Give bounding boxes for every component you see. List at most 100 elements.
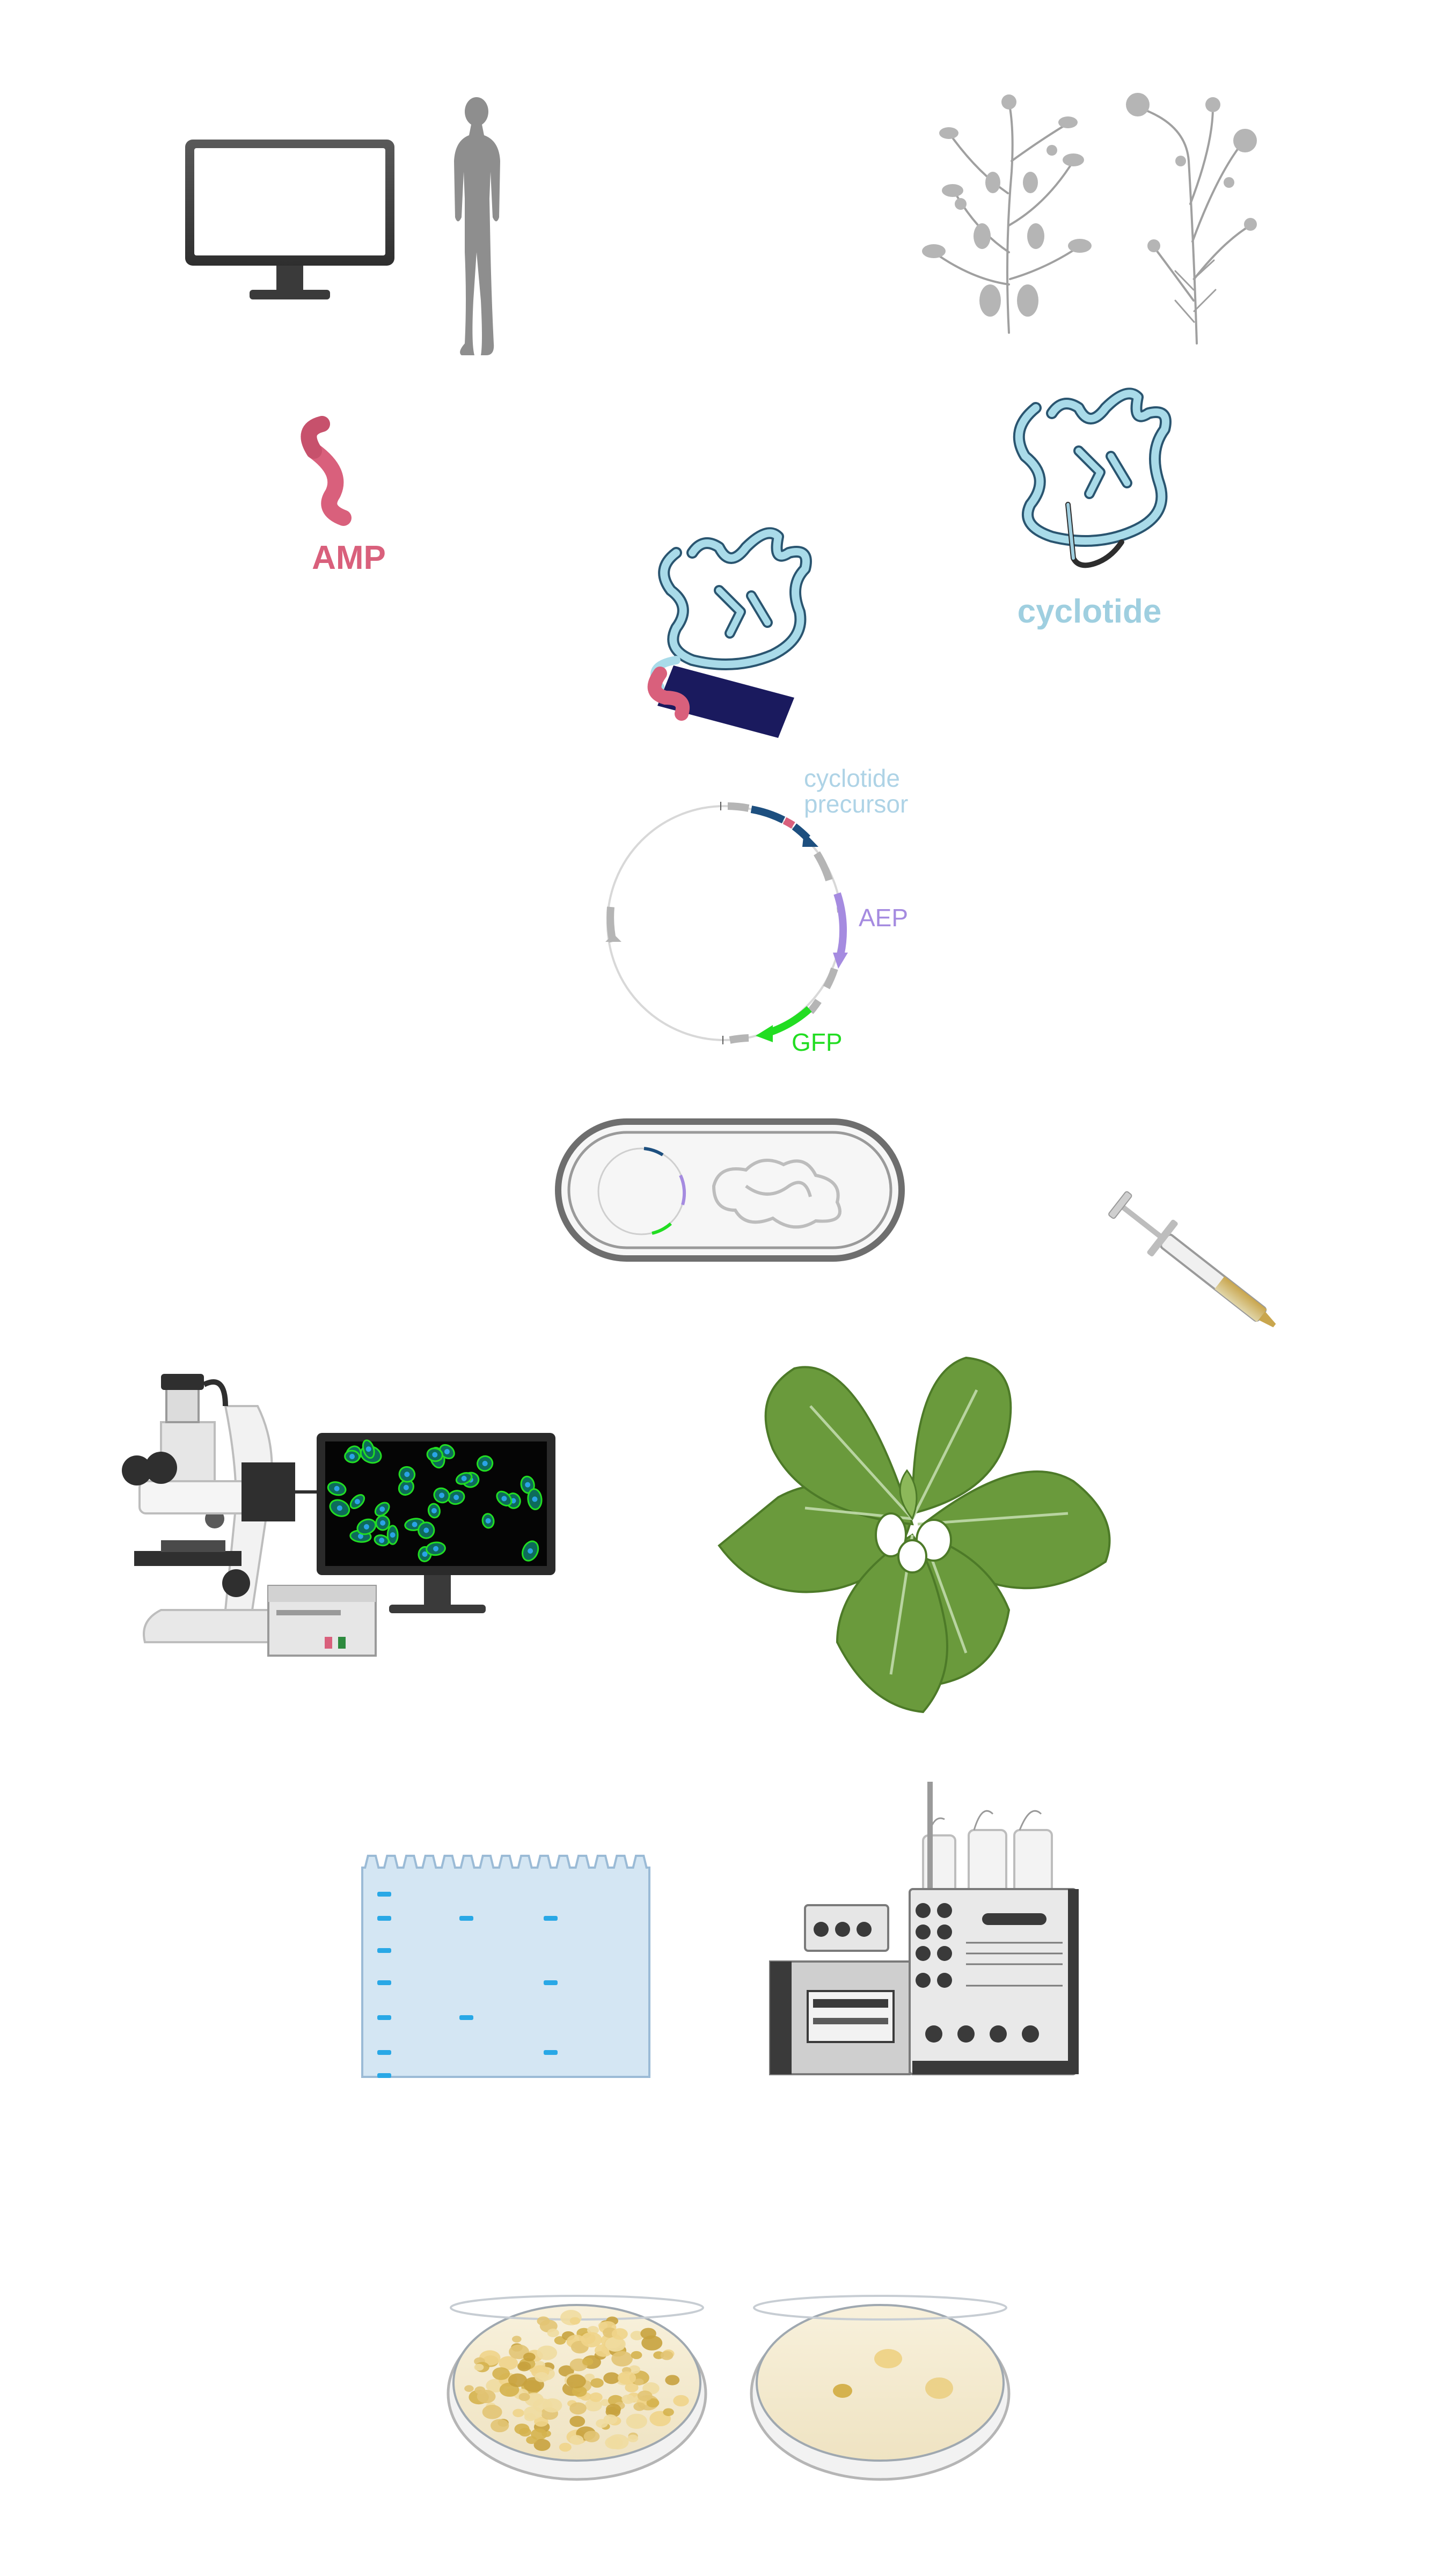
human-silhouette-icon (454, 97, 500, 355)
colony (665, 2375, 680, 2385)
colony (474, 2363, 484, 2371)
fluorescent-cell (329, 1499, 350, 1517)
colony (603, 2372, 620, 2384)
fluorescent-cell (496, 1490, 513, 1506)
colony (603, 2414, 618, 2425)
fluorescent-cell (362, 1439, 375, 1459)
colony (518, 2392, 530, 2401)
fluorescent-cell (522, 1540, 539, 1562)
colony (514, 2423, 530, 2435)
colony (569, 2317, 581, 2325)
colony (499, 2356, 518, 2370)
gel-band (377, 1916, 391, 1921)
fluorescent-cell (349, 1494, 365, 1509)
colony (508, 2373, 528, 2387)
colony (558, 2365, 574, 2377)
colony (611, 2351, 633, 2367)
fplc-system-icon (769, 1782, 1079, 2075)
colony (633, 2402, 646, 2411)
fluorescent-cell (344, 1450, 361, 1463)
petri-dish-many-colonies-icon (447, 2295, 707, 2481)
colony (542, 2398, 562, 2413)
colony (534, 2416, 548, 2427)
colony (600, 2399, 610, 2406)
gel-band (377, 2015, 391, 2020)
colony (673, 2395, 689, 2407)
gel-band (544, 1916, 558, 1921)
amp-label: AMP (312, 539, 386, 576)
cell-imaging-monitor-icon (317, 1433, 555, 1613)
gel-band (459, 2015, 473, 2020)
fluorescent-cell (375, 1514, 391, 1531)
tobacco-plant-icon (718, 1356, 1111, 1714)
fluorescent-cell (404, 1518, 425, 1531)
colony (646, 2398, 660, 2407)
colony (641, 2335, 663, 2351)
colony (617, 2371, 636, 2385)
gel-band (377, 2073, 391, 2078)
fluorescent-cell (477, 1455, 494, 1472)
colony (569, 2416, 586, 2427)
fluorescent-cell (398, 1479, 414, 1496)
fluorescent-cell (427, 1503, 441, 1519)
fluorescent-cell (398, 1466, 416, 1483)
colony (621, 2394, 635, 2404)
colony (582, 2358, 594, 2366)
fluorescent-cell (433, 1487, 450, 1504)
fluorescent-cell (426, 1541, 446, 1556)
colony (513, 2409, 524, 2417)
colony (608, 2434, 629, 2450)
fluorescent-cell (418, 1521, 435, 1539)
colony (611, 2328, 628, 2340)
colony (637, 2390, 653, 2402)
colony (526, 2436, 537, 2445)
colony (518, 2363, 528, 2370)
fluorescent-cell (356, 1518, 377, 1535)
gel-band (377, 2050, 391, 2055)
fluorescent-cell (374, 1534, 390, 1547)
colony (492, 2367, 510, 2380)
fluorescent-cell (455, 1472, 473, 1485)
colony (537, 2316, 550, 2326)
colony (572, 2386, 587, 2397)
colony (583, 2431, 600, 2442)
colony (559, 2442, 572, 2452)
colony (491, 2419, 509, 2433)
colony (589, 2392, 603, 2402)
colony (566, 2374, 586, 2389)
agrobacterium-cell-icon (555, 1118, 905, 1262)
colony (523, 2406, 543, 2420)
colony (581, 2332, 602, 2347)
gel-band (544, 1980, 558, 1985)
gfp-label: GFP (792, 1028, 843, 1056)
flowering-plants-icon (922, 93, 1257, 345)
colony (634, 2378, 644, 2385)
colony (537, 2345, 558, 2360)
colony (590, 2378, 604, 2388)
colony (535, 2372, 549, 2382)
colony (533, 2439, 551, 2451)
colony (605, 2337, 626, 2352)
gel-band (459, 1916, 473, 1921)
fluorescent-cell (386, 1525, 399, 1545)
fluorescence-microscope-icon (122, 1374, 377, 1657)
peptide-helix-icon (301, 416, 352, 526)
colony (663, 2408, 674, 2417)
colony (626, 2413, 647, 2429)
cyclotide-structure-icon (1013, 387, 1172, 568)
colony (631, 2351, 642, 2359)
colony (625, 2382, 639, 2392)
colony (512, 2336, 522, 2343)
gel-band (377, 1948, 391, 1953)
colony (606, 2404, 621, 2415)
colony (627, 2434, 639, 2442)
colony (660, 2351, 674, 2360)
gel-band (377, 1892, 391, 1897)
colony (585, 2399, 602, 2412)
colony (482, 2405, 502, 2419)
plasmid-map-icon (605, 801, 848, 1044)
fluorescent-cell (481, 1513, 495, 1529)
fluorescent-cell (374, 1502, 390, 1517)
colony (477, 2390, 496, 2404)
